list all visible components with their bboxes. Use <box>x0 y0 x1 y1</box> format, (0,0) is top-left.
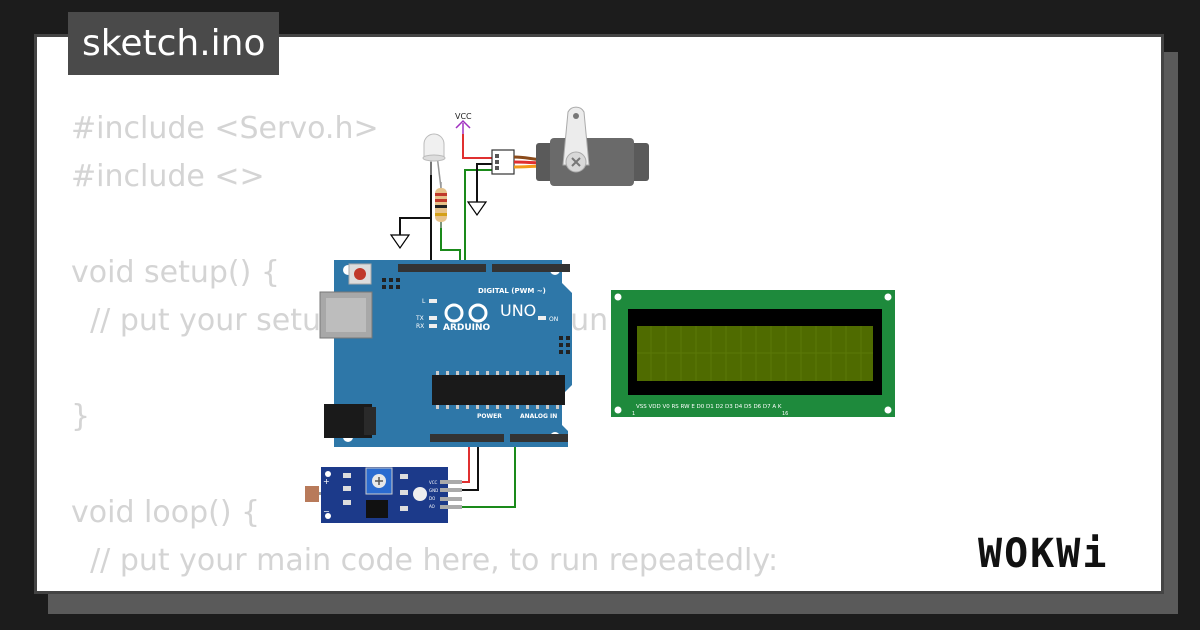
led-tx-label: TX <box>415 315 424 322</box>
code-line: } <box>71 399 91 434</box>
arduino-brand: ARDUINO <box>443 323 491 333</box>
arduino-infinity-logo <box>444 303 488 323</box>
sensor-plus: + <box>323 477 330 486</box>
code-line: void setup() { <box>71 255 280 290</box>
arduino-model: UNO <box>500 301 536 320</box>
sensor-pin-ao: AO <box>429 504 435 509</box>
code-line: #include <Servo.h> <box>71 111 379 146</box>
analog-label: ANALOG IN <box>520 413 557 420</box>
wokwi-logo[interactable]: WOKWi <box>976 527 1152 577</box>
lcd-pin-first: 1 <box>632 411 635 417</box>
sensor-pin-vcc: VCC <box>429 480 438 485</box>
led <box>422 133 446 189</box>
resistor <box>435 182 447 228</box>
vcc-symbol: VCC <box>455 112 472 134</box>
arduino-uno: DIGITAL (PWM ~) ARDUINO UNO L TX RX ON P… <box>319 260 572 447</box>
sensor-minus: − <box>323 507 330 516</box>
file-tab[interactable]: sketch.ino <box>68 12 280 75</box>
ground-symbol <box>466 201 488 217</box>
sensor-pin-do: DO <box>429 496 435 501</box>
lcd-pin-labels: VSS VDD V0 RS RW E D0 D1 D2 D3 D4 D5 D6 … <box>636 404 782 410</box>
lcd-pin-last: 16 <box>782 411 788 417</box>
vcc-label: VCC <box>455 112 472 121</box>
lcd-display: VSS VDD V0 RS RW E D0 D1 D2 D3 D4 D5 D6 … <box>611 290 895 417</box>
power-label: POWER <box>477 413 502 420</box>
led-l-label: L <box>422 298 426 305</box>
photoresistor-module: + − VCC GND DO AO <box>305 467 462 523</box>
on-label: ON <box>549 316 558 323</box>
code-line: void loop() { <box>71 495 261 530</box>
sensor-pin-gnd: GND <box>429 488 438 493</box>
code-line: #include <> <box>71 159 265 194</box>
led-rx-label: RX <box>416 323 424 330</box>
wokwi-logo-text: WOKWi <box>978 531 1108 577</box>
wires <box>399 134 516 508</box>
servo-motor <box>491 106 649 186</box>
preview-card: #include <Servo.h> #include <> void setup(… <box>34 34 1164 594</box>
digital-label: DIGITAL (PWM ~) <box>478 287 546 295</box>
file-tab-label: sketch.ino <box>82 23 266 64</box>
code-line: // put your main code here, to run repea… <box>71 543 779 578</box>
ground-symbol <box>389 234 411 250</box>
